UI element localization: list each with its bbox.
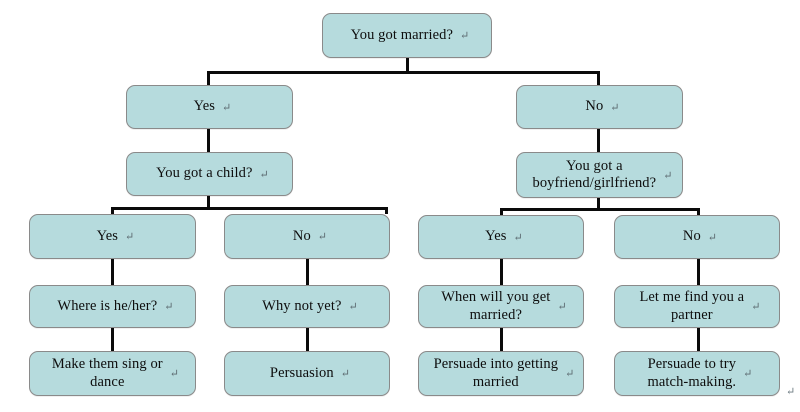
node-root[interactable]: You got married? ↵	[322, 13, 492, 58]
node-persuasion[interactable]: Persuasion ↵	[224, 351, 390, 396]
return-mark-icon: ↵	[348, 301, 358, 314]
return-mark-icon: ↵	[751, 301, 761, 314]
node-persuasion-label: Persuasion	[269, 364, 334, 381]
node-level1-no-label: No	[585, 98, 604, 115]
connector-when-to-persuademarried	[500, 327, 503, 351]
node-partner-question-label: You got a boyfriend/girlfriend?	[532, 157, 657, 191]
return-mark-icon: ↵	[222, 101, 232, 114]
node-where-question[interactable]: Where is he/her? ↵	[29, 285, 196, 328]
node-child-question-label: You got a child?	[156, 165, 253, 182]
node-whynot-question[interactable]: Why not yet? ↵	[224, 285, 390, 328]
stray-return-mark-icon: ↵	[786, 386, 796, 398]
connector-no-to-partner	[597, 128, 600, 154]
connector-partner-bar	[500, 208, 700, 211]
return-mark-icon: ↵	[460, 30, 470, 43]
connector-findpartner-to-matchmaking	[697, 327, 700, 351]
node-sing-or-dance[interactable]: Make them sing or dance ↵	[29, 351, 196, 396]
node-child-yes[interactable]: Yes ↵	[29, 214, 196, 259]
connector-level1-left-drop	[207, 71, 210, 87]
node-child-no-label: No	[292, 227, 311, 244]
return-mark-icon: ↵	[743, 368, 753, 381]
node-child-yes-label: Yes	[96, 227, 119, 244]
connector-childyes-to-where	[111, 258, 114, 285]
node-whynot-question-label: Why not yet?	[262, 297, 342, 314]
node-partner-yes[interactable]: Yes ↵	[418, 215, 584, 259]
return-mark-icon: ↵	[513, 231, 523, 244]
return-mark-icon: ↵	[317, 231, 328, 244]
connector-level1-bar	[207, 71, 600, 74]
node-partner-yes-label: Yes	[485, 228, 507, 245]
connector-childno-to-whynot	[306, 258, 309, 285]
connector-yes-to-child	[207, 128, 210, 154]
node-find-partner-label: Let me find you a partner	[639, 289, 745, 323]
node-find-partner[interactable]: Let me find you a partner ↵	[614, 285, 780, 328]
node-when-married-question-label: When will you get married?	[441, 289, 551, 323]
connector-child-stem	[207, 195, 210, 208]
connector-whynot-to-persuasion	[306, 327, 309, 351]
node-when-married-question[interactable]: When will you get married? ↵	[418, 285, 584, 328]
return-mark-icon: ↵	[164, 301, 174, 314]
node-persuade-into-getting-married-label: Persuade into getting married	[433, 356, 559, 390]
return-mark-icon: ↵	[707, 231, 718, 244]
return-mark-icon: ↵	[259, 168, 269, 181]
connector-partner-left-drop	[500, 208, 503, 215]
return-mark-icon: ↵	[557, 301, 567, 314]
node-persuade-match-making-label: Persuade to try match-making.	[647, 356, 737, 390]
connector-child-right-drop	[385, 207, 388, 214]
node-level1-yes-label: Yes	[193, 98, 216, 115]
node-persuade-into-getting-married[interactable]: Persuade into getting married ↵	[418, 351, 584, 396]
node-where-question-label: Where is he/her?	[57, 297, 158, 314]
node-root-label: You got married?	[350, 26, 454, 43]
node-partner-question[interactable]: You got a boyfriend/girlfriend? ↵	[516, 152, 683, 198]
connector-level1-right-drop	[597, 71, 600, 87]
node-partner-no[interactable]: No ↵	[614, 215, 780, 259]
connector-child-left-drop	[111, 207, 114, 214]
return-mark-icon: ↵	[125, 231, 135, 244]
return-mark-icon: ↵	[610, 101, 620, 114]
node-sing-or-dance-label: Make them sing or dance	[51, 356, 163, 390]
connector-partner-stem	[597, 196, 600, 209]
connector-child-bar	[111, 207, 388, 210]
node-child-no[interactable]: No ↵	[224, 214, 390, 259]
return-mark-icon: ↵	[565, 368, 575, 381]
connector-partneryes-to-when	[500, 258, 503, 285]
connector-where-to-singdance	[111, 327, 114, 351]
connector-partnerno-to-findpartner	[697, 258, 700, 285]
node-partner-no-label: No	[682, 228, 701, 245]
return-mark-icon: ↵	[663, 169, 673, 182]
connector-root-stem	[406, 57, 409, 73]
node-persuade-match-making[interactable]: Persuade to try match-making. ↵	[614, 351, 780, 396]
connector-partner-right-drop	[697, 208, 700, 215]
node-level1-yes[interactable]: Yes ↵	[126, 85, 293, 129]
node-level1-no[interactable]: No ↵	[516, 85, 683, 129]
node-child-question[interactable]: You got a child? ↵	[126, 152, 293, 196]
return-mark-icon: ↵	[169, 368, 180, 381]
return-mark-icon: ↵	[340, 368, 351, 381]
